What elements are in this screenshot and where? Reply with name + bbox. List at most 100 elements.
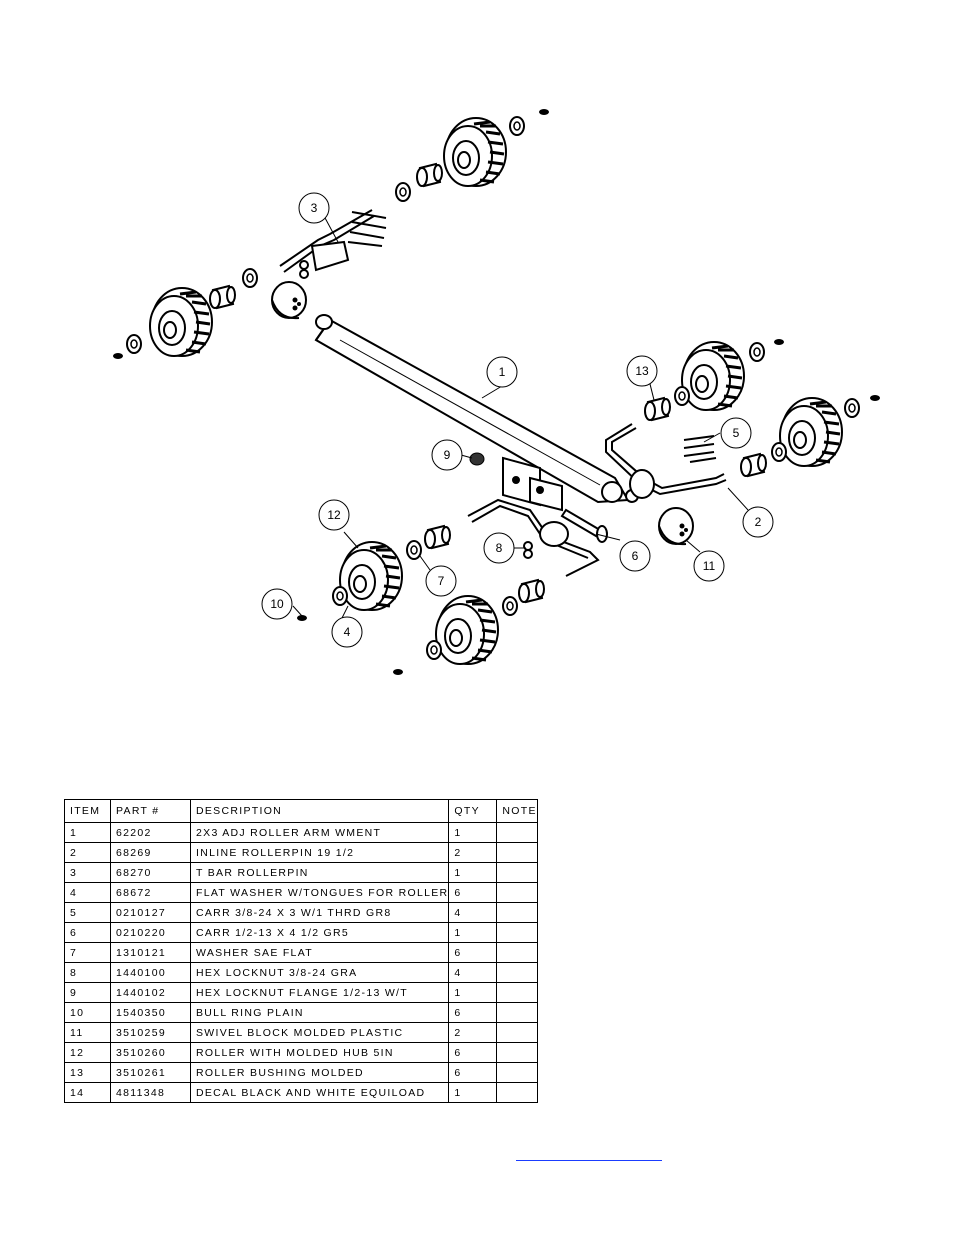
cell-qty: 4: [448, 962, 498, 983]
cell-description: HEX LOCKNUT FLANGE 1/2-13 W/T: [189, 982, 450, 1003]
cell-part-number: 3510259: [110, 1022, 191, 1043]
callout-13: 13: [626, 355, 658, 387]
header-qty: QTY: [448, 799, 498, 823]
footer-link[interactable]: [516, 1144, 662, 1161]
cell-item: 14: [64, 1082, 111, 1103]
roller: [778, 396, 844, 468]
svg-text:9: 9: [444, 448, 451, 462]
cell-part-number: 1540350: [110, 1002, 191, 1023]
cell-item: 3: [64, 862, 111, 883]
cell-item: 2: [64, 842, 111, 863]
cell-part-number: 1440100: [110, 962, 191, 983]
cell-item: 9: [64, 982, 111, 1003]
flange-locknut: [469, 452, 485, 466]
inline-rollerpin: [605, 423, 727, 499]
roller: [680, 340, 746, 412]
svg-text:6: 6: [632, 549, 639, 563]
table-header-row: ITEM PART # DESCRIPTION QTY NOTE: [64, 799, 538, 823]
cell-description: HEX LOCKNUT 3/8-24 GRA: [189, 962, 450, 983]
exploded-parts-diagram: 1 2 3 4 5 6 7 8 9 10 11 12: [113, 109, 880, 675]
header-item: ITEM: [64, 799, 111, 823]
cell-description: DECAL BLACK AND WHITE EQUILOAD: [189, 1082, 450, 1103]
roller: [148, 286, 214, 358]
svg-text:5: 5: [733, 426, 740, 440]
cell-part-number: 68270: [110, 862, 191, 883]
cell-description: WASHER SAE FLAT: [189, 942, 450, 963]
leader-lines: [292, 215, 749, 619]
callout-3: 3: [298, 192, 330, 224]
cell-qty: 2: [448, 842, 498, 863]
header-part-number: PART #: [110, 799, 191, 823]
cell-note: [496, 882, 538, 903]
svg-text:4: 4: [344, 625, 351, 639]
cell-note: [496, 842, 538, 863]
cell-qty: 1: [448, 922, 498, 943]
callout-2: 2: [742, 506, 774, 538]
cell-note: [496, 942, 538, 963]
carriage-bolts: [683, 435, 717, 463]
lower-t-bar: [467, 498, 600, 577]
cell-description: ROLLER BUSHING MOLDED: [189, 1062, 450, 1083]
cell-description: SWIVEL BLOCK MOLDED PLASTIC: [189, 1022, 450, 1043]
cell-part-number: 4811348: [110, 1082, 191, 1103]
cell-description: T BAR ROLLERPIN: [189, 862, 450, 883]
cell-part-number: 3510260: [110, 1042, 191, 1063]
cell-part-number: 0210127: [110, 902, 191, 923]
callout-4: 4: [331, 616, 363, 648]
cell-note: [496, 862, 538, 883]
cell-note: [496, 922, 538, 943]
cell-note: [496, 902, 538, 923]
cell-part-number: 62202: [110, 822, 191, 843]
long-carriage-bolt: [560, 508, 608, 543]
cell-qty: 1: [448, 862, 498, 883]
cell-note: [496, 1082, 538, 1103]
cell-part-number: 1440102: [110, 982, 191, 1003]
callout-9: 9: [431, 439, 463, 471]
cell-note: [496, 982, 538, 1003]
cell-note: [496, 1022, 538, 1043]
cell-item: 11: [64, 1022, 111, 1043]
svg-text:2: 2: [755, 515, 762, 529]
cell-qty: 4: [448, 902, 498, 923]
cell-part-number: 1310121: [110, 942, 191, 963]
roller-arm-tube: [314, 314, 639, 504]
cell-description: 2X3 ADJ ROLLER ARM WMENT: [189, 822, 450, 843]
mounting-bracket: [502, 456, 563, 512]
cell-item: 6: [64, 922, 111, 943]
cell-qty: 6: [448, 1002, 498, 1023]
cell-description: CARR 3/8-24 X 3 W/1 THRD GR8: [189, 902, 450, 923]
cell-note: [496, 962, 538, 983]
svg-text:13: 13: [635, 364, 649, 378]
cell-qty: 1: [448, 822, 498, 843]
cell-item: 4: [64, 882, 111, 903]
cell-qty: 6: [448, 1042, 498, 1063]
svg-text:8: 8: [496, 541, 503, 555]
callout-1: 1: [486, 356, 518, 388]
cell-note: [496, 1002, 538, 1023]
cell-item: 5: [64, 902, 111, 923]
callout-6: 6: [619, 540, 651, 572]
svg-text:11: 11: [703, 559, 716, 573]
svg-text:7: 7: [438, 574, 445, 588]
cell-part-number: 68672: [110, 882, 191, 903]
svg-text:3: 3: [311, 201, 318, 215]
cell-note: [496, 1062, 538, 1083]
cell-description: BULL RING PLAIN: [189, 1002, 450, 1023]
roller: [442, 116, 508, 188]
callout-12: 12: [318, 499, 350, 531]
cell-qty: 6: [448, 1062, 498, 1083]
cell-description: ROLLER WITH MOLDED HUB 5IN: [189, 1042, 450, 1063]
cell-item: 1: [64, 822, 111, 843]
t-bar-rollerpin: [279, 209, 387, 279]
cell-qty: 2: [448, 1022, 498, 1043]
